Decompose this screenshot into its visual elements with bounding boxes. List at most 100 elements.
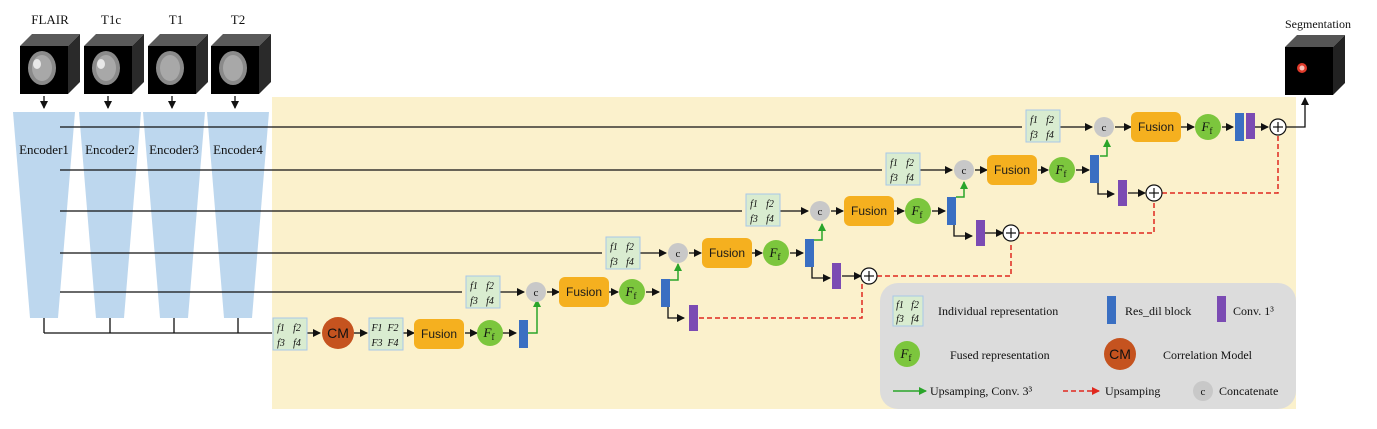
feature-label: F4 xyxy=(386,338,398,349)
modality-label-flair: FLAIR xyxy=(31,12,69,27)
feature-label: f3 xyxy=(470,296,478,307)
feature-label: f4 xyxy=(766,214,774,225)
svg-text:Fusion: Fusion xyxy=(851,204,887,218)
feature-label: f2 xyxy=(1046,115,1054,126)
modality-label-t1: T1 xyxy=(169,12,183,27)
feature-label: f1 xyxy=(1030,115,1038,126)
concatenate-node: c xyxy=(668,243,688,263)
feature-label: F3 xyxy=(370,338,382,349)
add-node xyxy=(1269,118,1287,136)
conv1-block xyxy=(832,263,841,289)
fused-representation: Ff xyxy=(1195,114,1221,140)
feature-label: f3 xyxy=(1030,130,1038,141)
res-dil-block xyxy=(1090,155,1099,183)
fusion-block: Fusion xyxy=(844,196,894,226)
mri-cube-t2 xyxy=(211,34,271,94)
add-node xyxy=(1145,184,1163,202)
feature-label: f2 xyxy=(906,158,914,169)
svg-text:Res_dil block: Res_dil block xyxy=(1125,304,1191,318)
res-dil-block xyxy=(805,239,814,267)
legend-upsampling-conv: Upsamping, Conv. 3³ xyxy=(893,384,1033,398)
svg-text:CM: CM xyxy=(1109,346,1131,362)
svg-text:Ff: Ff xyxy=(1055,162,1067,179)
feature-label: f2 xyxy=(626,242,634,253)
svg-text:Ff: Ff xyxy=(911,203,923,220)
svg-text:c: c xyxy=(676,248,681,260)
svg-text:f2: f2 xyxy=(911,300,919,311)
res-dil-block xyxy=(661,279,670,307)
svg-text:Fusion: Fusion xyxy=(1138,120,1174,134)
fused-representation: Ff xyxy=(1049,157,1075,183)
svg-text:c: c xyxy=(1102,122,1107,134)
fused-representation: Ff xyxy=(763,240,789,266)
mri-cube-flair xyxy=(20,34,80,94)
encoder-4: Encoder4 xyxy=(207,112,269,318)
concatenate-node: c xyxy=(810,201,830,221)
legend-correlation: CM Correlation Model xyxy=(1104,338,1253,370)
fusion-block: Fusion xyxy=(987,155,1037,185)
svg-text:Upsamping: Upsamping xyxy=(1105,384,1160,398)
feature-label: f3 xyxy=(610,257,618,268)
feature-label: f1 xyxy=(890,158,898,169)
svg-text:Ff: Ff xyxy=(625,284,637,301)
feature-label: f4 xyxy=(906,173,914,184)
svg-text:Correlation Model: Correlation Model xyxy=(1163,348,1253,362)
res-dil-block xyxy=(1235,113,1244,141)
svg-text:Fusion: Fusion xyxy=(994,163,1030,177)
svg-text:Fusion: Fusion xyxy=(709,246,745,260)
cm-label: CM xyxy=(327,325,349,341)
mri-cube-t1c xyxy=(84,34,144,94)
svg-text:Ff: Ff xyxy=(483,325,495,342)
feature-label: f4 xyxy=(626,257,634,268)
feature-label: f4 xyxy=(486,296,494,307)
svg-text:Conv. 1³: Conv. 1³ xyxy=(1233,304,1274,318)
conv1-block xyxy=(1246,113,1255,139)
feature-label: F1 xyxy=(370,323,382,334)
feature-label: f2 xyxy=(766,199,774,210)
legend-conv1: Conv. 1³ xyxy=(1217,296,1274,322)
encoder-label: Encoder2 xyxy=(85,142,135,157)
feature-label: f1 xyxy=(277,323,285,334)
feature-label: f1 xyxy=(610,242,618,253)
res-dil-block xyxy=(519,320,528,348)
feature-label: f2 xyxy=(486,281,494,292)
encoder-label: Encoder3 xyxy=(149,142,199,157)
fusion-block: Fusion xyxy=(414,319,464,349)
concatenate-node: c xyxy=(954,160,974,180)
fused-representation: Ff xyxy=(905,198,931,224)
fusion-block: Fusion xyxy=(559,277,609,307)
conv1-block xyxy=(689,305,698,331)
encoder-label: Encoder1 xyxy=(19,142,69,157)
segmentation-cube xyxy=(1285,35,1345,95)
fusion-block: Fusion xyxy=(702,238,752,268)
feature-label: f3 xyxy=(277,338,285,349)
feature-label: f1 xyxy=(750,199,758,210)
mri-cube-t1 xyxy=(148,34,208,94)
fused-representation: Ff xyxy=(619,279,645,305)
modality-label-t2: T2 xyxy=(231,12,245,27)
concatenate-node: c xyxy=(526,282,546,302)
modality-label-t1c: T1c xyxy=(101,12,121,27)
svg-text:Ff: Ff xyxy=(900,346,912,363)
encoder-1: Encoder1 xyxy=(13,112,75,318)
res-dil-block xyxy=(947,197,956,225)
svg-text:Upsamping, Conv. 3³: Upsamping, Conv. 3³ xyxy=(930,384,1033,398)
feature-label: f2 xyxy=(293,323,301,334)
svg-text:c: c xyxy=(818,206,823,218)
segmentation-label: Segmentation xyxy=(1285,17,1351,31)
add-node xyxy=(1002,224,1020,242)
legend-res-dil: Res_dil block xyxy=(1107,296,1191,324)
encoder-2: Encoder2 xyxy=(79,112,141,318)
individual-representation: f1 f2 f3 f4 xyxy=(605,236,641,270)
conv1-block xyxy=(1118,180,1127,206)
svg-text:Fusion: Fusion xyxy=(421,327,457,341)
svg-text:f1: f1 xyxy=(896,300,904,311)
fused-representation: Ff xyxy=(477,320,503,346)
